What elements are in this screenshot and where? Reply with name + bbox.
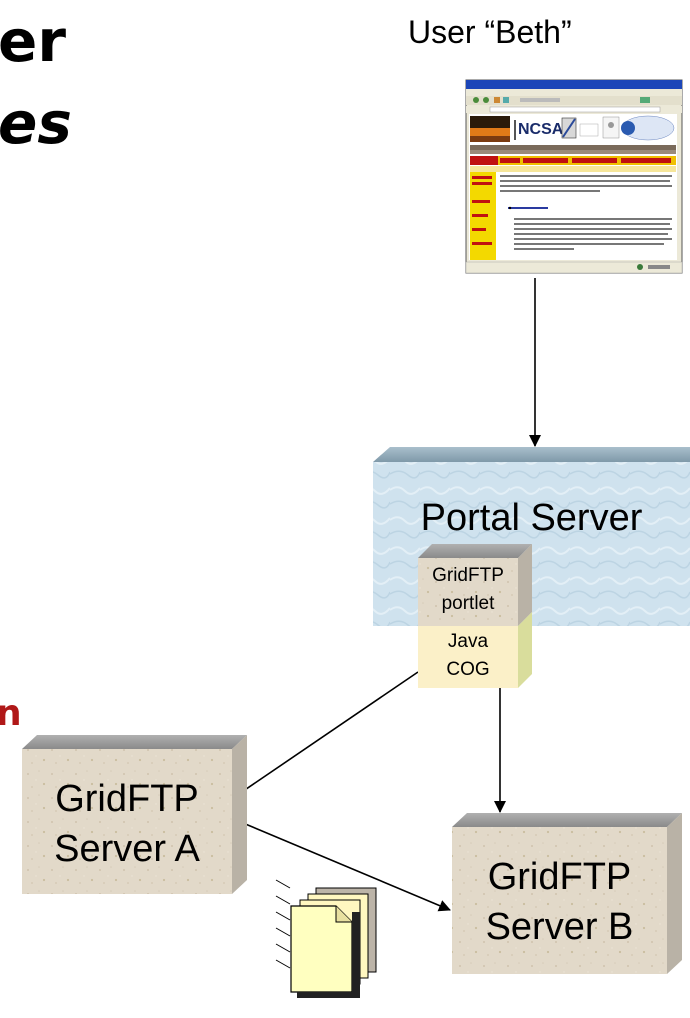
partial-title-line2: es: [0, 89, 72, 157]
partial-left-char: n: [0, 693, 22, 734]
portlet-line1: GridFTP: [432, 565, 504, 586]
cog-line2: COG: [446, 659, 490, 680]
server-a-line1: GridFTP: [55, 778, 199, 820]
user-label: User “Beth”: [408, 14, 572, 50]
gridftp-portlet-label: GridFTP portlet: [418, 562, 518, 618]
server-b-line1: GridFTP: [487, 856, 632, 898]
gridftp-server-b-box: [452, 813, 682, 974]
portal-server-title: Portal Server: [420, 497, 643, 539]
browser-logo-text: NCSA: [518, 121, 564, 138]
server-a-line2: Server A: [54, 828, 200, 870]
cog-line1: Java: [447, 631, 489, 652]
server-a-label: GridFTP Server A: [22, 774, 232, 874]
java-cog-label: Java COG: [418, 628, 518, 684]
java-cog-box: [418, 612, 532, 688]
portlet-line2: portlet: [441, 593, 495, 614]
document-stack-icon: [275, 879, 377, 998]
arrow-portal-to-server-a: [232, 671, 419, 799]
browser-screenshot: NCSA: [465, 79, 683, 274]
server-b-label: GridFTP Server B: [452, 852, 667, 952]
partial-title-line1: er: [0, 7, 66, 75]
server-b-line2: Server B: [485, 906, 634, 948]
gridftp-portlet-box: [418, 544, 532, 626]
arrow-server-a-to-server-b: [242, 822, 451, 912]
gridftp-server-a-box: [22, 735, 247, 894]
